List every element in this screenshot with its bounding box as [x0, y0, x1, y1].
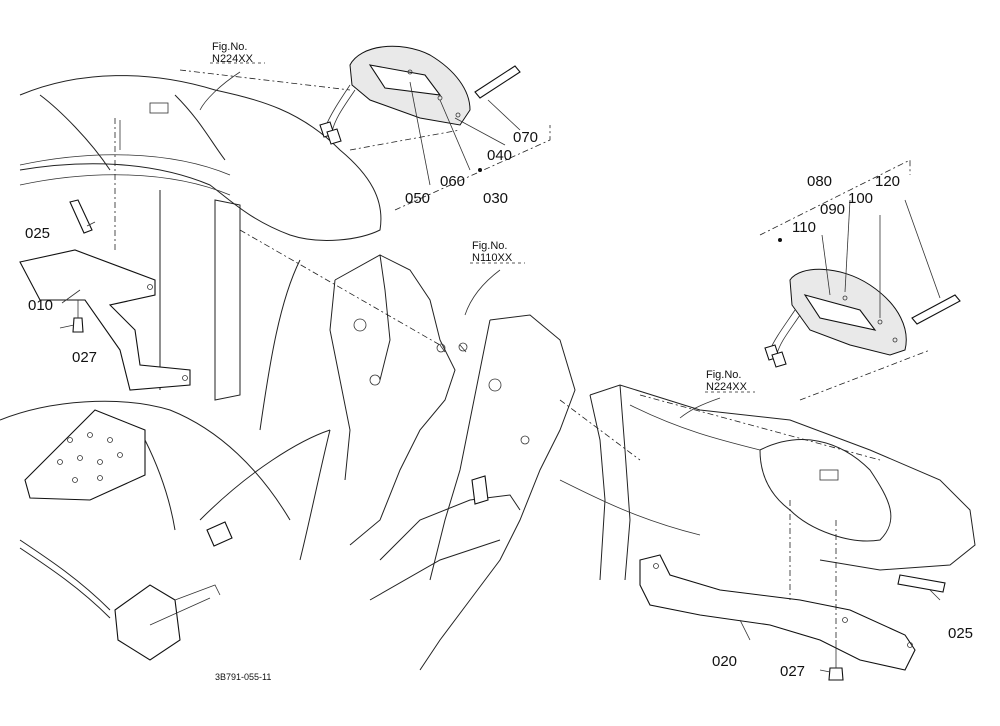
leader-lines: [59, 62, 941, 673]
fig-ref-right-line1: Fig.No.: [706, 369, 741, 381]
fig-ref-right: Fig.No. N224XX: [706, 369, 748, 393]
label-025-left: 025: [25, 225, 50, 242]
label-030: 030: [483, 190, 508, 207]
fig-ref-top-line1: Fig.No.: [212, 41, 247, 53]
label-040: 040: [487, 147, 512, 164]
label-027-left: 027: [72, 349, 97, 366]
label-100: 100: [848, 190, 873, 207]
center-frame: [299, 254, 576, 671]
drawing-code: 3B791-055-11: [215, 672, 271, 682]
label-020: 020: [712, 653, 737, 670]
rear-step-020: [639, 554, 916, 671]
fig-ref-mid: Fig.No. N110XX: [472, 240, 513, 264]
label-090: 090: [820, 201, 845, 218]
bullet-030: [478, 168, 482, 172]
seal-strip-025-right: [897, 574, 946, 593]
seal-strip-025-left: [69, 199, 93, 234]
label-110: 110: [792, 219, 816, 236]
label-080: 080: [807, 173, 832, 190]
label-027-right: 027: [780, 663, 805, 680]
fig-ref-top-line2: N224XX: [212, 53, 254, 65]
label-070: 070: [513, 129, 538, 146]
fig-ref-right-line2: N224XX: [706, 381, 748, 393]
left-fender: [0, 75, 382, 521]
left-floor-plate: [19, 409, 176, 619]
small-bracket-left: [114, 521, 233, 661]
fig-ref-mid-line2: N110XX: [472, 252, 513, 264]
bolt-027-right: [828, 640, 844, 681]
label-025-right: 025: [948, 625, 973, 642]
lamp-assembly-030: [319, 45, 521, 145]
right-fender: [559, 384, 976, 581]
bolt-027-left: [72, 300, 84, 333]
fig-ref-top: Fig.No. N224XX: [212, 41, 254, 65]
label-010: 010: [28, 297, 53, 314]
label-120: 120: [875, 173, 900, 190]
label-050: 050: [405, 190, 430, 207]
bullet-080: [778, 238, 782, 242]
label-060: 060: [440, 173, 465, 190]
lamp-assembly-080: [764, 268, 961, 368]
rear-step-010: [19, 249, 191, 391]
fig-ref-mid-line1: Fig.No.: [472, 240, 507, 252]
